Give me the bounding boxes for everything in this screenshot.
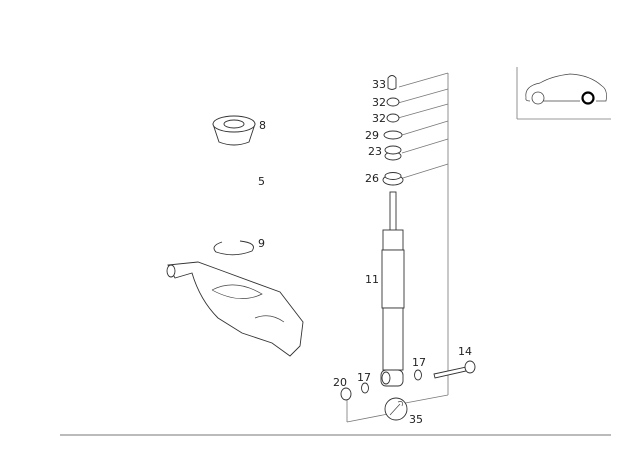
label-17b: 17 (412, 356, 426, 369)
part-23[interactable]: 23 (368, 145, 402, 161)
label-5: 5 (258, 175, 265, 188)
car-thumbnail-icon (516, 67, 611, 120)
label-33: 33 (372, 78, 386, 91)
label-32b: 32 (372, 112, 386, 125)
label-20: 20 (333, 376, 347, 389)
label-8: 8 (259, 119, 266, 132)
label-26: 26 (365, 172, 379, 185)
label-32a: 32 (372, 96, 386, 109)
part-33[interactable]: 33 (372, 75, 397, 92)
part-29[interactable]: 29 (365, 129, 403, 142)
label-14: 14 (458, 345, 472, 358)
label-9: 9 (258, 237, 265, 250)
part-5[interactable]: 5 (210, 147, 265, 214)
part-17b[interactable]: 17 (412, 356, 426, 381)
leader-lines (60, 72, 611, 436)
part-14[interactable]: 14 (433, 345, 476, 379)
part-11[interactable]: 11 (365, 191, 405, 387)
part-32a[interactable]: 32 (372, 96, 400, 109)
part-20[interactable]: 20 (333, 376, 352, 401)
label-23: 23 (368, 145, 382, 158)
label-35: 35 (409, 413, 423, 426)
control-arm (166, 261, 304, 357)
part-17a[interactable]: 17 (357, 371, 371, 394)
part-26[interactable]: 26 (365, 172, 404, 186)
part-8[interactable]: 8 (212, 115, 266, 146)
part-32b[interactable]: 32 (372, 112, 400, 125)
part-35-torque[interactable]: 35 (384, 397, 423, 426)
label-11: 11 (365, 273, 379, 286)
label-29: 29 (365, 129, 379, 142)
part-9[interactable]: 9 (213, 237, 265, 256)
label-17a: 17 (357, 371, 371, 384)
